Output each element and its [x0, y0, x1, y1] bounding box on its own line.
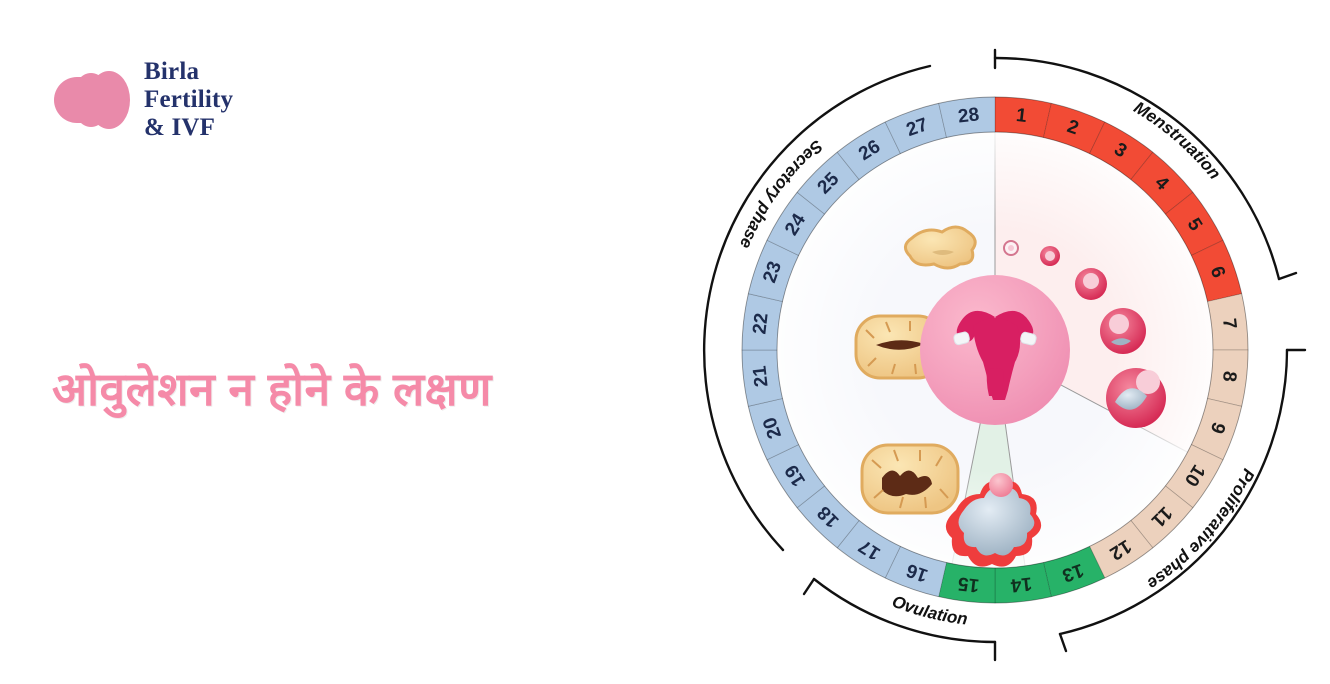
- day-segment-5[interactable]: [1164, 191, 1224, 256]
- day-label-28: 28: [957, 104, 980, 127]
- follicle-graafian-follicle: [1106, 368, 1166, 428]
- day-label-21: 21: [749, 364, 772, 388]
- follicle-antral-follicle: [1100, 308, 1146, 354]
- day-segment-4[interactable]: [1130, 151, 1194, 215]
- day-ring-inner-edge: [776, 131, 1214, 569]
- cycle-wheel-svg: 1234567891011121314151617181920212223242…: [703, 48, 1307, 662]
- follicle-primordial-follicle: [1003, 240, 1019, 256]
- day-segment-20[interactable]: [747, 398, 800, 461]
- corpus-luteum-regressing: [860, 443, 960, 515]
- day-segment-19[interactable]: [766, 444, 826, 509]
- birla-petals-logo-icon: [54, 69, 130, 131]
- day-label-7: 7: [1218, 317, 1240, 330]
- day-label-1: 1: [1015, 105, 1028, 127]
- day-segment-25[interactable]: [796, 151, 860, 215]
- brand-logo: Birla Fertility & IVF: [54, 58, 233, 142]
- brand-line-3: & IVF: [144, 114, 216, 141]
- day-segment-11[interactable]: [1130, 485, 1194, 549]
- day-ring: 1234567891011121314151617181920212223242…: [741, 96, 1249, 604]
- follicle-ruptured-follicle-ovum-released: [945, 473, 1042, 567]
- day-label-22: 22: [749, 312, 772, 335]
- ruptured-follicle-fluid: [958, 488, 1035, 556]
- brand-line-2: Fertility: [144, 86, 234, 113]
- day-label-15: 15: [957, 572, 981, 595]
- fallopian-ends: [953, 331, 1037, 346]
- day-segment-28[interactable]: [938, 96, 996, 138]
- page-title: ओवुलेशन न होने के लक्षण: [52, 363, 492, 415]
- follicle-secondary-follicle: [1075, 268, 1107, 300]
- phase-bracket-ticks: [802, 48, 1307, 662]
- day-label-14: 14: [1009, 572, 1033, 595]
- day-segment-26[interactable]: [836, 121, 901, 181]
- released-ovum: [989, 473, 1013, 497]
- phase-brackets: [703, 56, 1289, 644]
- follicle-development-group: [945, 240, 1166, 567]
- brand-line-1: Birla: [144, 58, 200, 85]
- follicle-primary-follicle: [1040, 246, 1060, 266]
- center-uterus-node: [920, 275, 1070, 425]
- corpus-albicans: [904, 225, 977, 270]
- day-segment-18[interactable]: [796, 485, 860, 549]
- corpus-luteum-group: [854, 225, 977, 515]
- day-segment-13[interactable]: [1043, 545, 1106, 598]
- day-segment-6[interactable]: [1190, 239, 1243, 302]
- brand-wordmark: Birla Fertility & IVF: [144, 58, 233, 142]
- day-segment-27[interactable]: [884, 102, 947, 155]
- day-segment-12[interactable]: [1089, 519, 1154, 579]
- day-label-8: 8: [1218, 370, 1240, 383]
- logo-petal-3: [88, 71, 130, 129]
- day-ring-outer-edge: [741, 96, 1249, 604]
